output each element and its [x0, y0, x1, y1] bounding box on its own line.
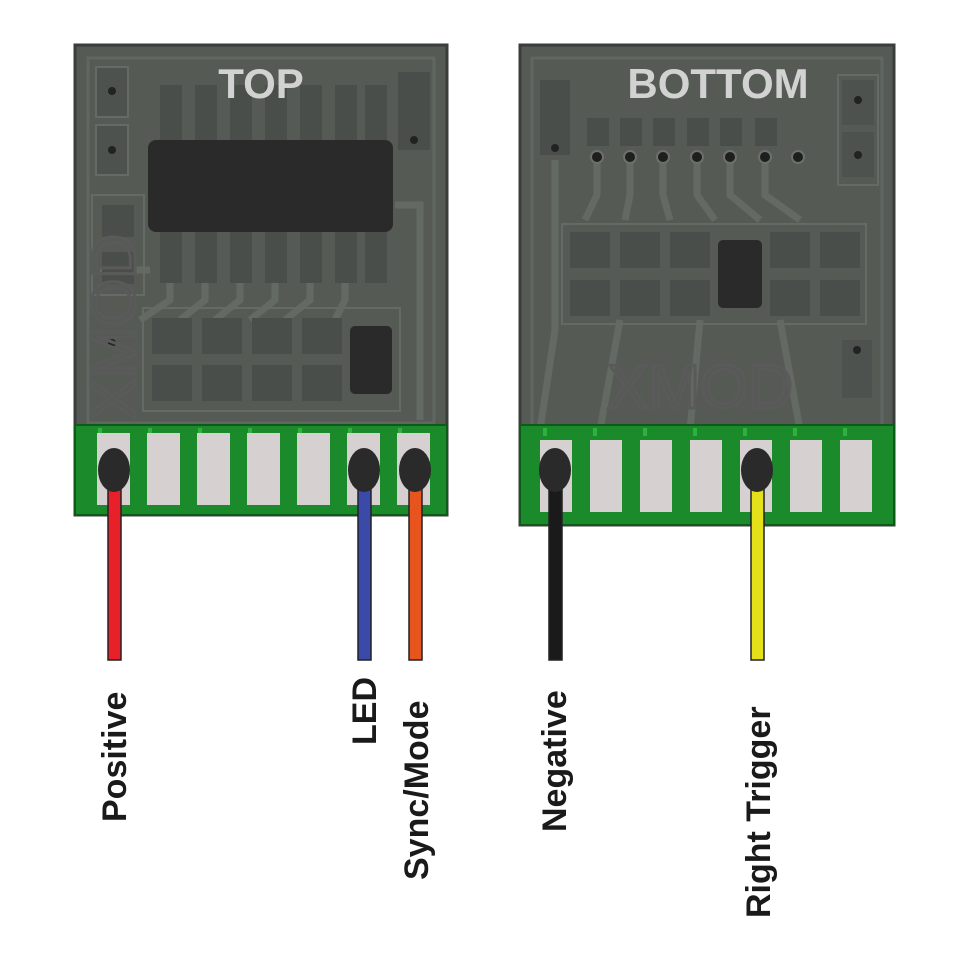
top-board-main-chip	[148, 140, 393, 232]
bottom-board-watermark: XMOD	[607, 353, 793, 422]
top-board: XMOD TOP	[73, 43, 449, 517]
wire-sync-mode-line	[408, 469, 423, 661]
bottom-board-pin-holes	[590, 150, 805, 164]
wire-negative-solder	[539, 448, 571, 492]
top-board-component-area	[142, 307, 401, 412]
wire-positive: Positive	[96, 448, 134, 822]
top-board-inner-outline	[86, 56, 436, 425]
bottom-board-title: BOTTOM	[627, 60, 808, 107]
wire-positive-solder	[98, 448, 130, 492]
wire-led-label: LED	[346, 677, 384, 745]
top-board-left-pads	[91, 66, 145, 347]
bottom-board: XMOD BOTTOM	[518, 43, 896, 527]
wire-negative: Negative	[536, 448, 574, 832]
top-board-components	[152, 318, 342, 401]
wire-right-trigger-label: Right Trigger	[740, 706, 778, 918]
wire-positive-label: Positive	[96, 692, 134, 822]
bottom-board-traces	[536, 160, 804, 431]
bottom-board-small-chip	[718, 240, 762, 308]
wire-led-solder	[348, 448, 380, 492]
wire-right-trigger-line	[750, 469, 765, 661]
top-board-lower-pins	[160, 228, 387, 283]
wire-positive-line	[107, 469, 122, 661]
top-board-watermark: XMOD	[80, 234, 149, 420]
wire-sync-mode-solder	[399, 448, 431, 492]
wire-led-line	[357, 469, 372, 661]
wire-negative-line	[548, 469, 563, 661]
bottom-board-edge-highlights	[543, 428, 847, 436]
bottom-board-components	[570, 232, 860, 316]
top-board-upper-pins	[160, 85, 387, 140]
bottom-board-left-tab	[540, 80, 570, 155]
bottom-board-component-area	[561, 223, 867, 325]
wire-right-trigger-solder	[741, 448, 773, 492]
top-board-title: TOP	[218, 60, 304, 107]
bottom-board-upper-pins	[587, 118, 777, 146]
wire-negative-label: Negative	[536, 690, 574, 832]
bottom-board-right-pads	[837, 74, 879, 398]
wire-led: LED	[346, 448, 384, 745]
wire-sync-mode: Sync/Mode	[398, 448, 436, 880]
top-board-small-chip	[350, 326, 392, 394]
wire-right-trigger: Right Trigger	[740, 448, 778, 918]
wire-sync-mode-label: Sync/Mode	[398, 701, 436, 880]
